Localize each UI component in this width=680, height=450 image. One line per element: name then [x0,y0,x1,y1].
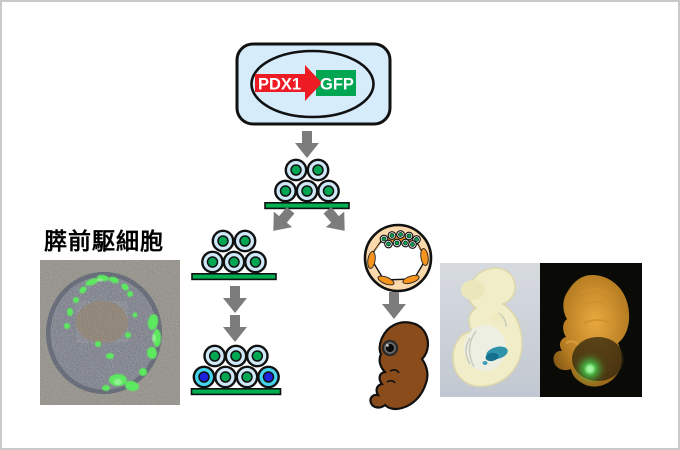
embryo-fluorescence-photo [540,263,642,397]
down-arrow-icon [295,131,319,158]
promoter-arrow [255,65,322,101]
embryo-head [461,280,485,300]
pdx1-gfp-construct: PDX1 GFP [235,42,392,126]
embryo-brightfield-photo [440,263,540,397]
down-arrow-icon [382,292,406,319]
gfp-signal [580,359,600,379]
embryo-body [369,321,429,411]
head-folds [575,288,611,324]
es-cell-colony [264,158,350,210]
progenitor-culture-photo [40,260,180,405]
blastocyst-illustration [363,223,433,293]
diagonal-right-arrow-icon [323,206,345,231]
pdx1-label: PDX1 [258,76,301,94]
gfp-label-box [316,70,356,96]
lacz-stain [482,346,508,365]
culture-plate [264,201,350,210]
gfp-fluorescence-patches [64,274,161,392]
culture-plate [190,387,282,396]
down-arrow-icon [223,315,247,342]
culture-plate [191,272,277,281]
limb-buds [386,369,400,384]
diagonal-left-arrow-icon [273,206,295,231]
differentiated-cell-colony [190,344,282,396]
progenitor-cell-colony [191,229,277,281]
construct-ellipse [250,49,375,119]
pancreatic-progenitor-label: 膵前駆細胞 [44,228,164,254]
embryo-illustration [369,321,429,411]
down-arrow-icon [223,286,247,313]
injected-es-cells [379,230,421,249]
gfp-label: GFP [320,76,354,94]
